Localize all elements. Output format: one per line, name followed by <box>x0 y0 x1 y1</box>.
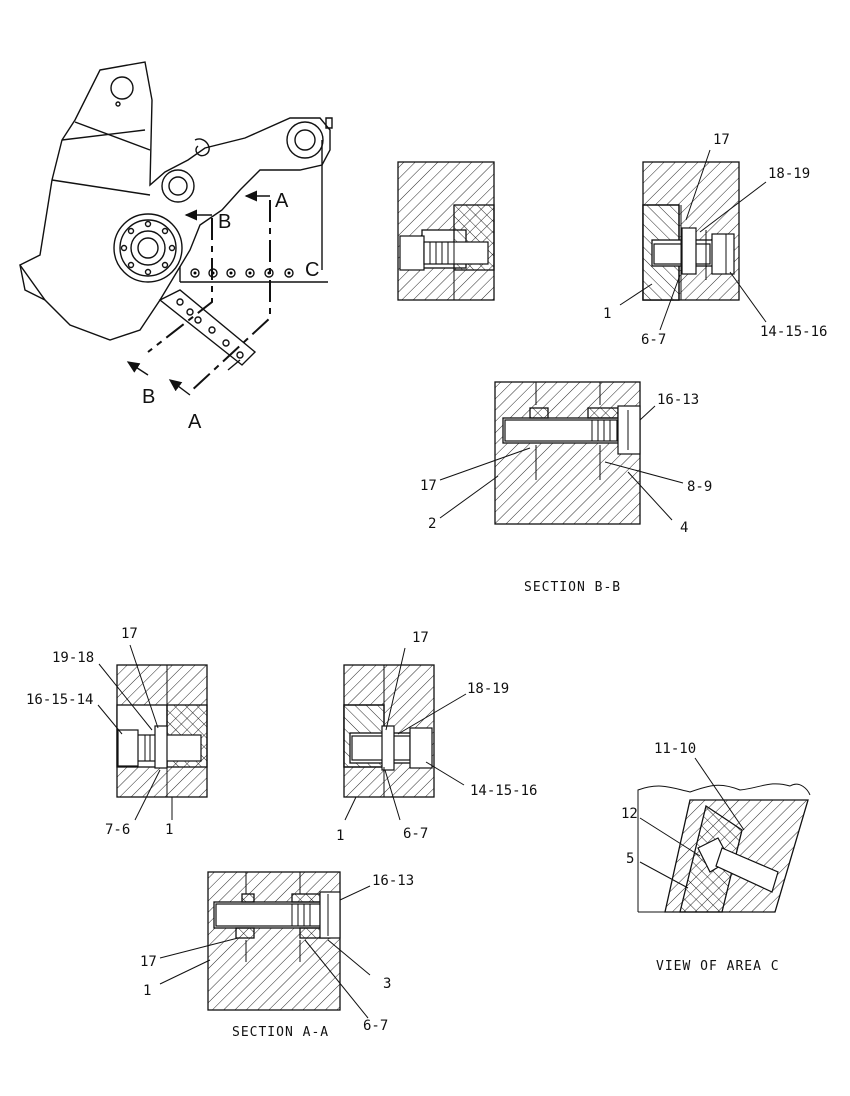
callout-2: 2 <box>428 516 436 532</box>
section-aa-caption: SECTION A-A <box>232 1025 329 1040</box>
callout-8-9: 8-9 <box>687 479 712 495</box>
callout-1: 1 <box>603 306 611 322</box>
callout-6-7: 6-7 <box>641 332 666 348</box>
callout-17: 17 <box>420 478 437 494</box>
section-bb-bolt-callouts: 16-13 17 8-9 2 4 <box>420 392 712 536</box>
bucket-body <box>18 61 331 341</box>
section-bb-bolt-detail <box>494 381 641 525</box>
callout-3: 3 <box>383 976 391 992</box>
section-line-b <box>147 218 213 353</box>
bolt-head <box>319 891 341 939</box>
view-area-c-detail <box>637 783 811 913</box>
callout-6-7: 6-7 <box>363 1018 388 1034</box>
section-marker-a-top: A <box>275 190 289 212</box>
pin-hole-top <box>110 76 134 100</box>
bolt-shank <box>351 735 411 761</box>
bolt-head <box>617 405 641 455</box>
section-aa-bolt-detail <box>207 871 341 1011</box>
callout-14-15-16: 14-15-16 <box>470 783 537 799</box>
pin-boss-right <box>286 121 324 159</box>
section-bb-detail-left <box>397 161 495 301</box>
callout-17: 17 <box>713 132 730 148</box>
callout-17: 17 <box>140 954 157 970</box>
callout-12: 12 <box>621 806 638 822</box>
callout-7-6: 7-6 <box>105 822 130 838</box>
bolt-row-area-c <box>179 140 328 283</box>
bolt-shank <box>423 241 489 265</box>
section-aa-bolt-callouts: 16-13 17 1 3 6-7 <box>140 873 414 1034</box>
section-bb-detail-right <box>642 161 740 301</box>
section-marker-a-bottom: A <box>188 411 202 433</box>
bolt-shank <box>504 419 618 442</box>
section-aa-left-callouts: 17 19-18 16-15-14 7-6 1 <box>26 626 173 838</box>
bolt-shank <box>136 734 202 762</box>
section-aa-right-callouts: 17 18-19 14-15-16 1 6-7 <box>336 630 537 844</box>
spacer <box>681 227 697 275</box>
callout-16-13: 16-13 <box>372 873 414 889</box>
section-marker-b-bottom: B <box>142 386 155 408</box>
side-plate <box>158 289 257 366</box>
section-aa-detail-right <box>343 664 435 798</box>
callout-16-15-14: 16-15-14 <box>26 692 93 708</box>
section-bb-right-callouts: 17 18-19 1 6-7 14-15-16 <box>603 132 827 348</box>
callout-6-7: 6-7 <box>403 826 428 842</box>
bolt-head <box>711 233 735 275</box>
callout-1: 1 <box>336 828 344 844</box>
section-marker-b-top: B <box>218 211 231 233</box>
callout-5: 5 <box>626 851 634 867</box>
callout-18-19: 18-19 <box>467 681 509 697</box>
section-aa-detail-left <box>116 664 208 798</box>
callout-14-15-16: 14-15-16 <box>760 324 827 340</box>
callout-17: 17 <box>121 626 138 642</box>
bolt-head <box>117 729 139 767</box>
area-marker-c: C <box>305 259 319 281</box>
view-area-c-caption: VIEW OF AREA C <box>656 959 780 974</box>
view-area-c-callouts: 11-10 12 5 <box>621 741 745 889</box>
bolt-head <box>409 727 433 769</box>
callout-1: 1 <box>143 983 151 999</box>
pin-boss-center <box>161 169 195 203</box>
callout-16-13: 16-13 <box>657 392 699 408</box>
section-bb-caption: SECTION B-B <box>524 580 621 595</box>
overview-drawing: A B B A C <box>18 61 333 433</box>
bolt-head <box>399 235 425 271</box>
callout-11-10: 11-10 <box>654 741 696 757</box>
callout-18-19: 18-19 <box>768 166 810 182</box>
bolt-shank <box>715 847 779 893</box>
spacer <box>154 725 168 769</box>
section-line-a <box>189 200 271 393</box>
callout-1: 1 <box>165 822 173 838</box>
spacer <box>381 725 395 771</box>
bearing-flange <box>113 213 183 283</box>
callout-17: 17 <box>412 630 429 646</box>
callout-19-18: 19-18 <box>52 650 94 666</box>
callout-4: 4 <box>680 520 688 536</box>
